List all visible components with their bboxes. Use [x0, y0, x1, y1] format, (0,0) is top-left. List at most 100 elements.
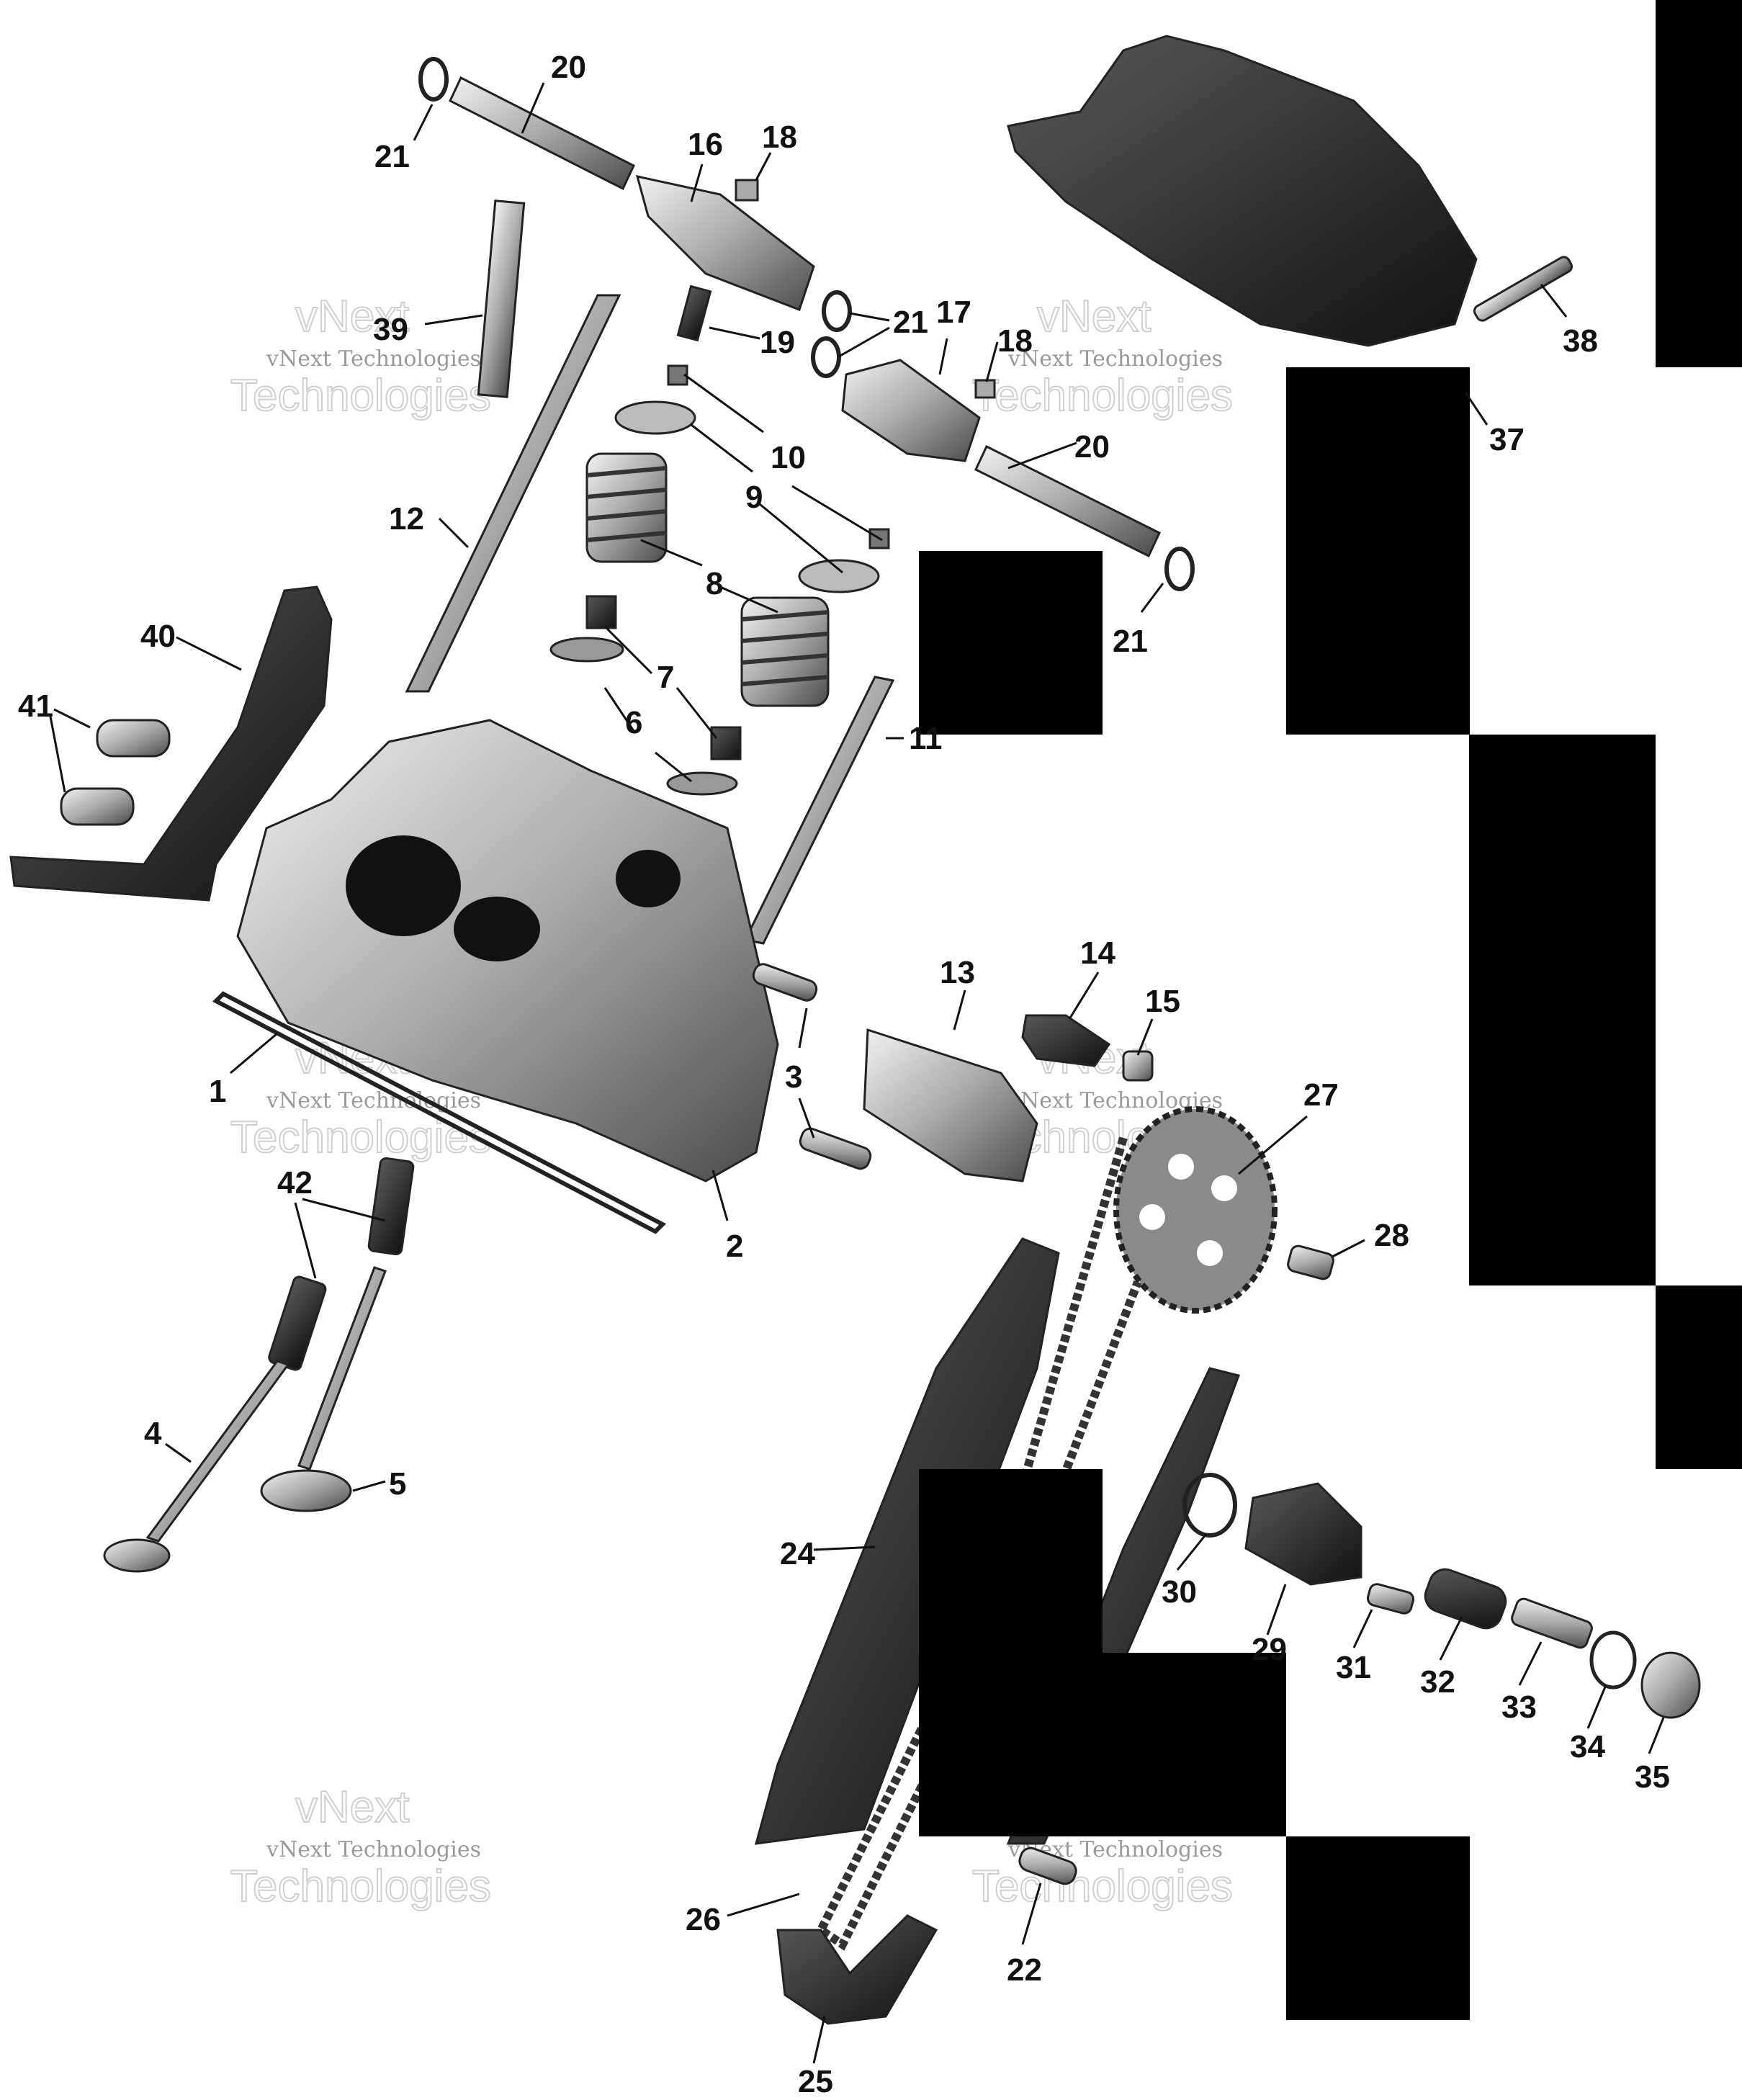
callout-label: 35: [1635, 1759, 1670, 1795]
dowel-pin: [799, 1127, 872, 1170]
callout-label: 32: [1420, 1664, 1455, 1700]
callout-label: 17: [936, 295, 971, 330]
callout-label: 14: [1080, 935, 1115, 971]
callout-label: 21: [1113, 624, 1148, 659]
callout-label: 37: [1489, 422, 1525, 457]
o-ring: [418, 57, 449, 102]
tensioner-housing: [1244, 1482, 1362, 1586]
bushing: [60, 787, 135, 826]
callout-label: 8: [706, 566, 723, 601]
callout-label: 21: [374, 139, 410, 174]
camshaft: [863, 1028, 1038, 1183]
adjuster-screw: [676, 284, 712, 342]
valve-guide: [268, 1275, 327, 1371]
callout-label: 15: [1145, 984, 1180, 1019]
svg-text:vNext: vNext: [295, 292, 409, 341]
valve-cover: [1007, 35, 1478, 347]
valve-spring: [585, 452, 668, 563]
callout-label: 33: [1501, 1690, 1537, 1725]
valve-stem-seal: [585, 595, 617, 629]
cover-bolt: [1473, 256, 1573, 322]
callout-label: 1: [209, 1074, 226, 1109]
callout-label: 6: [625, 705, 642, 740]
svg-text:vNext Technologies: vNext Technologies: [266, 1088, 481, 1113]
spring-retainer: [798, 559, 880, 593]
o-ring: [1164, 547, 1195, 591]
camshaft-retainer-plate: [1021, 1014, 1111, 1067]
cam-sprocket: [1113, 1106, 1278, 1314]
exhaust-valve: [260, 1266, 387, 1512]
callout-label: 19: [760, 325, 795, 360]
callout-label: 34: [1570, 1729, 1605, 1764]
rocker-arm-upper: [635, 175, 815, 311]
chain-guide: [754, 1237, 1060, 1845]
rocker-shaft-upper: [449, 76, 635, 191]
mounting-bracket: [9, 585, 333, 902]
svg-text:vNext Technologies: vNext Technologies: [266, 346, 481, 372]
guide-pin: [1018, 1847, 1077, 1885]
callout-label: 18: [762, 120, 797, 155]
callout-label: 5: [389, 1466, 406, 1502]
callout-label: 12: [389, 501, 424, 537]
callout-label: 27: [1303, 1077, 1339, 1113]
watermark: vNext vNext Technologies Technologies: [230, 1782, 492, 1912]
callout-label: 26: [686, 1902, 721, 1937]
svg-text:Technologies: Technologies: [230, 1862, 491, 1911]
o-ring: [1589, 1630, 1637, 1690]
tensioner-plug: [1640, 1651, 1701, 1719]
callout-label: 3: [785, 1059, 802, 1095]
callout-label: 29: [1252, 1632, 1287, 1667]
watermark: vNext vNext Technologies Technologies: [230, 291, 492, 421]
callout-label: 41: [18, 688, 53, 724]
retainer-bolt: [1122, 1050, 1154, 1082]
callout-label: 38: [1563, 323, 1598, 359]
bushing: [96, 719, 171, 758]
callout-label: 10: [771, 440, 806, 475]
callout-label: 20: [551, 50, 586, 85]
spring-retainer: [614, 400, 696, 435]
spring-seat-washer: [666, 771, 738, 796]
svg-text:vNext Technologies: vNext Technologies: [1007, 346, 1223, 372]
callouts: 20 21 16 18 39 19 21 17 18 38 10 9 12 20…: [18, 50, 1670, 2099]
svg-text:vNext: vNext: [295, 1782, 409, 1832]
tensioner-spring: [1511, 1597, 1593, 1649]
svg-text:vNext Technologies: vNext Technologies: [266, 1837, 481, 1862]
callout-label: 18: [997, 323, 1033, 359]
callout-label: 13: [940, 955, 975, 990]
callout-label: 20: [1074, 429, 1110, 465]
callout-label: 25: [798, 2064, 833, 2099]
adjuster-nut: [974, 379, 996, 399]
callout-label: 11: [909, 721, 943, 756]
callout-label: 7: [657, 660, 674, 695]
callout-label: 42: [277, 1165, 313, 1201]
head-gasket: [212, 991, 667, 1234]
callout-label: 4: [144, 1416, 162, 1451]
sprocket-bolt: [1287, 1244, 1334, 1280]
redaction-blocks: [919, 0, 1742, 2020]
o-ring: [1182, 1473, 1237, 1538]
callout-label: 2: [726, 1229, 743, 1264]
lower-chain-guide: [776, 1914, 938, 2025]
valve-spring: [740, 596, 830, 707]
callout-label: 28: [1374, 1218, 1409, 1253]
callout-label: 30: [1162, 1574, 1197, 1610]
intake-valve: [103, 1360, 290, 1573]
callout-label: 9: [745, 480, 763, 515]
leader-lines: [49, 82, 1665, 2064]
callout-label: 31: [1336, 1650, 1371, 1685]
o-ring: [822, 290, 852, 332]
svg-text:Technologies: Technologies: [230, 371, 491, 421]
callout-label: 39: [373, 312, 408, 347]
svg-text:Technologies: Technologies: [972, 1862, 1233, 1911]
rocker-shaft-lower: [974, 444, 1161, 558]
watermark: vNext vNext Technologies Technologies: [971, 291, 1234, 421]
pushrod-short: [743, 676, 895, 945]
cylinder-head: [236, 719, 779, 1183]
callout-label: 24: [780, 1536, 815, 1571]
valve-stem-seal: [710, 726, 742, 760]
valve-guide: [367, 1157, 415, 1256]
dowel-pin: [752, 963, 818, 1002]
callout-label: 21: [893, 305, 928, 340]
spark-plug: [477, 199, 526, 398]
